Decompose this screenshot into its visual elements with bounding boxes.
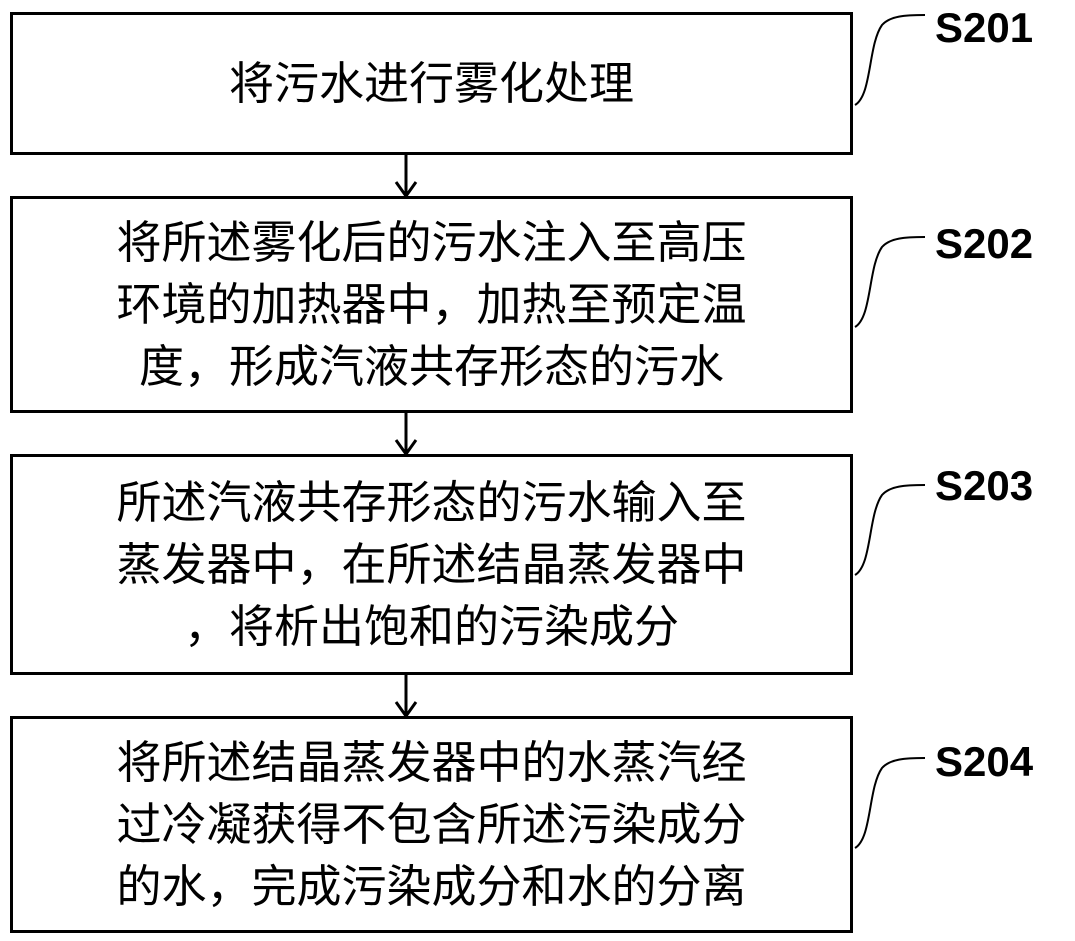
arrow-s202-s203 (394, 413, 418, 457)
step-text-s203: 所述汽液共存形态的污水输入至 蒸发器中，在所述结晶蒸发器中 ，将析出饱和的污染成… (116, 472, 746, 658)
step-line: 的水，完成污染成分和水的分离 (116, 859, 747, 913)
step-label-s204: S204 (935, 738, 1034, 785)
step-line: ，将析出饱和的污染成分 (183, 599, 679, 653)
leader-line-s204 (854, 757, 926, 849)
step-line: 度，形成汽液共存形态的污水 (138, 339, 724, 393)
step-line: 环境的加热器中，加热至预定温 (116, 277, 747, 331)
step-line: 将所述雾化后的污水注入至高压 (116, 215, 747, 269)
step-text-s204: 将所述结晶蒸发器中的水蒸汽经 过冷凝获得不包含所述污染成分 的水，完成污染成分和… (116, 732, 746, 918)
step-box-s203: 所述汽液共存形态的污水输入至 蒸发器中，在所述结晶蒸发器中 ，将析出饱和的污染成… (10, 454, 853, 675)
step-box-s201: 将污水进行雾化处理 (10, 12, 853, 155)
step-line: 所述汽液共存形态的污水输入至 (116, 475, 747, 529)
arrow-s203-s204 (394, 675, 418, 719)
step-label-s201: S201 (935, 4, 1034, 51)
step-text-s201: 将污水进行雾化处理 (229, 53, 634, 115)
leader-line-s201 (854, 14, 926, 106)
step-label-s202: S202 (935, 220, 1034, 267)
arrow-s201-s202 (394, 155, 418, 199)
leader-line-s203 (854, 484, 926, 576)
step-line: 将污水进行雾化处理 (228, 56, 634, 110)
step-box-s202: 将所述雾化后的污水注入至高压 环境的加热器中，加热至预定温 度，形成汽液共存形态… (10, 196, 853, 413)
step-text-s202: 将所述雾化后的污水注入至高压 环境的加热器中，加热至预定温 度，形成汽液共存形态… (116, 212, 746, 398)
step-line: 过冷凝获得不包含所述污染成分 (116, 797, 747, 851)
step-line: 蒸发器中，在所述结晶蒸发器中 (116, 537, 747, 591)
leader-line-s202 (854, 236, 926, 328)
step-line: 将所述结晶蒸发器中的水蒸汽经 (116, 735, 747, 789)
step-label-s203: S203 (935, 462, 1034, 509)
step-box-s204: 将所述结晶蒸发器中的水蒸汽经 过冷凝获得不包含所述污染成分 的水，完成污染成分和… (10, 716, 853, 933)
